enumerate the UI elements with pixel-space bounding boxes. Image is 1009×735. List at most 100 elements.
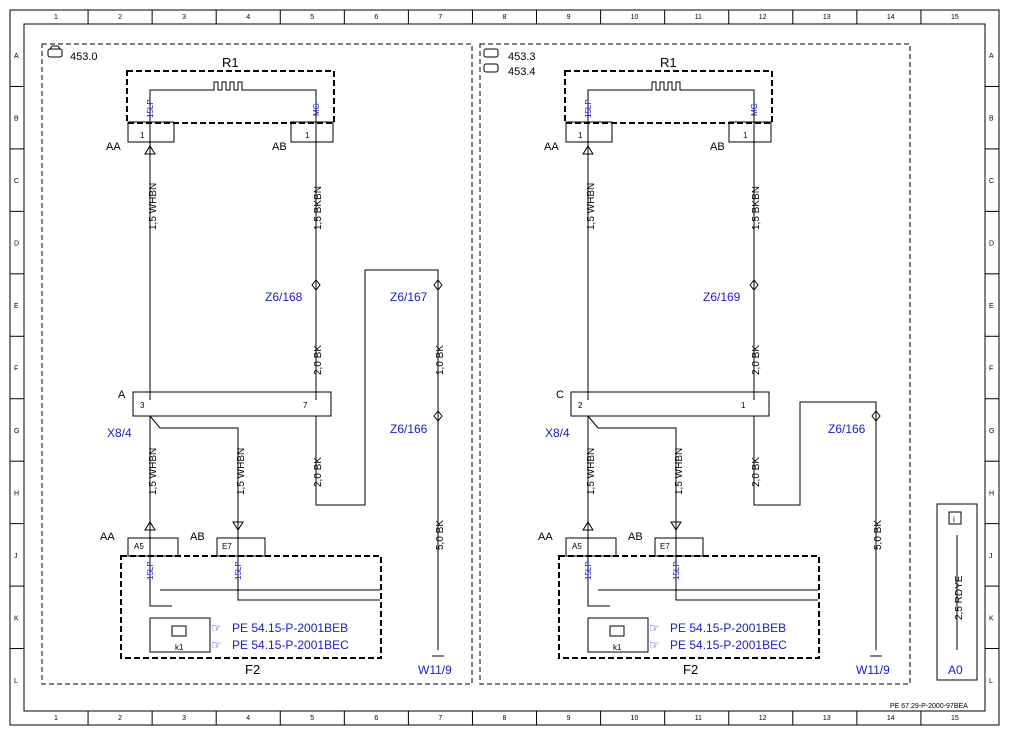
node-166: Z6/166 (390, 422, 428, 436)
pin-2: 2 (578, 401, 583, 410)
grid-col-label: 12 (759, 715, 767, 722)
r1-label: R1 (660, 55, 677, 70)
ref-1[interactable]: PE 54.15-P-2001BEB (670, 621, 786, 635)
f2-box (120, 555, 382, 659)
right-panel-border (479, 43, 911, 685)
grid-row-label: H (14, 490, 19, 497)
pin-box-left (127, 121, 175, 143)
grid-col-label: 10 (631, 715, 639, 722)
variant-label-2: 453.4 (508, 66, 536, 78)
sig-b: 15LP (672, 561, 681, 580)
left-panel: 453.0 R1 15LP MG 1 1 AA AB 1,5 WHBN 1,5 … (41, 43, 473, 685)
wire-bk-right (753, 401, 877, 650)
node-169: Z6/169 (703, 290, 741, 304)
connector-arrow-2-icon (582, 521, 594, 531)
fuse-label: F2 (245, 662, 260, 677)
legend-box: i 2,5 RDYE A0 (936, 503, 978, 681)
wire-bk-loop (315, 400, 366, 506)
variant-label: 453.0 (70, 51, 98, 63)
grid-col-label: 4 (246, 14, 250, 21)
grid-row-label: B (989, 116, 994, 123)
grid-row-label: L (989, 678, 993, 685)
ref-2[interactable]: PE 54.15-P-2001BEC (670, 638, 787, 652)
ground-label: W11/9 (418, 663, 452, 677)
ref-2[interactable]: PE 54.15-P-2001BEC (232, 638, 349, 652)
info-icon[interactable] (948, 511, 962, 525)
connector-a-body (132, 391, 332, 417)
grid-col-label: 8 (503, 14, 507, 21)
pin-signal-left: 15LP (146, 99, 155, 118)
heater-element (149, 81, 317, 112)
car-icon (47, 45, 63, 58)
doc-id: PE 67.29-P-2000-97BEA (890, 703, 968, 710)
pin-e7: E7 (222, 542, 232, 551)
ground-label: W11/9 (856, 663, 890, 677)
conn-aa: AA (106, 141, 121, 153)
grid-row-label: J (14, 553, 18, 560)
hand-icon: ☞ (649, 638, 660, 652)
connector-arrow-3-icon (670, 521, 682, 531)
pin-1: 1 (741, 401, 746, 410)
pin-box-right (290, 121, 334, 143)
wire-label-8: 5,0 BK (435, 520, 446, 550)
grid-col-label: 15 (951, 715, 959, 722)
grid-row-label: L (14, 678, 18, 685)
pin-num-right: 1 (743, 131, 748, 140)
outer-frame (9, 9, 1000, 726)
ref-1[interactable]: PE 54.15-P-2001BEB (232, 621, 348, 635)
left-panel-border (41, 43, 473, 685)
relay-k1 (609, 625, 625, 637)
wire-label-3: 2,0 BK (751, 345, 762, 375)
legend-wire: 2,5 RDYE (954, 575, 965, 620)
connector-arrow-2-icon (144, 521, 156, 531)
variant-label-1: 453.3 (508, 51, 536, 63)
splice-168-icon (311, 279, 321, 291)
grid-col-label: 5 (310, 14, 314, 21)
grid-row-label: F (989, 366, 993, 373)
wire-label-1: 1,5 WHBN (586, 183, 597, 230)
heater-element (587, 81, 755, 112)
grid-col-label: 7 (438, 14, 442, 21)
grid-col-label: 14 (887, 14, 895, 21)
grid-row-label: F (14, 366, 18, 373)
pin-num-left: 1 (578, 131, 583, 140)
node-168: Z6/168 (265, 290, 303, 304)
r1-label: R1 (222, 55, 239, 70)
conn-aa: AA (544, 141, 559, 153)
relay-k1 (171, 625, 187, 637)
conn-ab-2: AB (190, 531, 205, 543)
grid-col-label: 2 (118, 14, 122, 21)
grid-row-label: E (14, 303, 19, 310)
grid-col-label: 7 (438, 715, 442, 722)
pin-signal-left: 15LP (584, 99, 593, 118)
wire-label-6: 1,5 WHBN (674, 448, 685, 495)
wire-label-4: 1,0 BK (435, 345, 446, 375)
splice-167-icon (433, 279, 443, 291)
pin-num-right: 1 (305, 131, 310, 140)
r1-component (126, 70, 335, 124)
pin-a5: A5 (572, 542, 582, 551)
grid-row-label: C (14, 178, 19, 185)
grid-col-label: 6 (374, 14, 378, 21)
grid-row-label: H (989, 490, 994, 497)
splice-166-icon (433, 410, 443, 422)
splice-166-icon (871, 410, 881, 422)
grid-col-label: 11 (695, 715, 702, 722)
grid-col-label: 10 (631, 14, 639, 21)
fuse-label: F2 (683, 662, 698, 677)
grid-row-label: D (14, 241, 19, 248)
pin-e7: E7 (660, 542, 670, 551)
relay-label: k1 (613, 643, 622, 652)
right-panel: 453.3 453.4 R1 15LP MG 1 1 AA AB 1,5 WHB… (479, 43, 911, 685)
grid-col-label: 5 (310, 715, 314, 722)
grid-row-label: A (989, 53, 994, 60)
connector-a: A (118, 389, 126, 401)
grid-row-label: E (989, 303, 994, 310)
wire-label-5: 1,5 WHBN (586, 448, 597, 495)
grid-col-label: 9 (567, 14, 571, 21)
inner-frame (23, 23, 986, 712)
